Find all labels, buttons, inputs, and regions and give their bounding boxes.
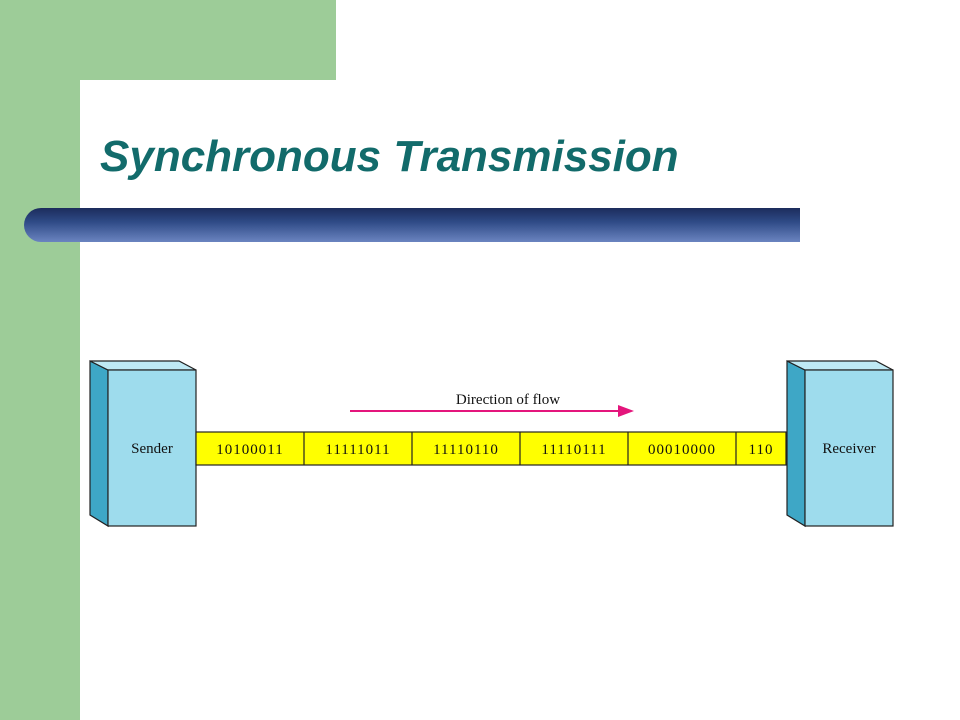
- direction-of-flow: Direction of flow: [350, 392, 634, 417]
- bit-group-6: 110: [749, 442, 774, 458]
- receiver-box-top: [786, 360, 894, 371]
- top-accent-bar: [0, 0, 336, 80]
- sender-label: Sender: [131, 441, 173, 457]
- receiver-box-side: [786, 360, 806, 528]
- title-underline-bar: [24, 208, 800, 242]
- bit-group-1: 10100011: [216, 442, 283, 458]
- receiver-box-front: [804, 369, 894, 527]
- direction-label: Direction of flow: [456, 392, 560, 408]
- bit-group-3: 11110110: [433, 442, 499, 458]
- bit-stream: 10100011 11111011 11110110 11110111 00010000…: [195, 431, 787, 466]
- bit-group-2: 11111011: [325, 442, 390, 458]
- sender-box-front: [107, 369, 197, 527]
- synchronous-transmission-diagram: Sender 10100011 11111011 11110110 11110111 0…: [89, 360, 894, 528]
- sender-box: Sender: [89, 360, 197, 528]
- left-accent-bar: [0, 0, 80, 720]
- receiver-box: Receiver: [786, 360, 894, 528]
- bit-stream-bar: [195, 431, 787, 466]
- sender-box-top: [89, 360, 197, 371]
- sender-box-side: [89, 360, 109, 528]
- bit-group-4: 11110111: [541, 442, 606, 458]
- flow-arrow-head: [618, 405, 634, 417]
- content-corner: [80, 80, 140, 140]
- bit-group-5: 00010000: [648, 442, 716, 458]
- receiver-label: Receiver: [822, 441, 875, 457]
- slide-title: Synchronous Transmission: [100, 132, 679, 181]
